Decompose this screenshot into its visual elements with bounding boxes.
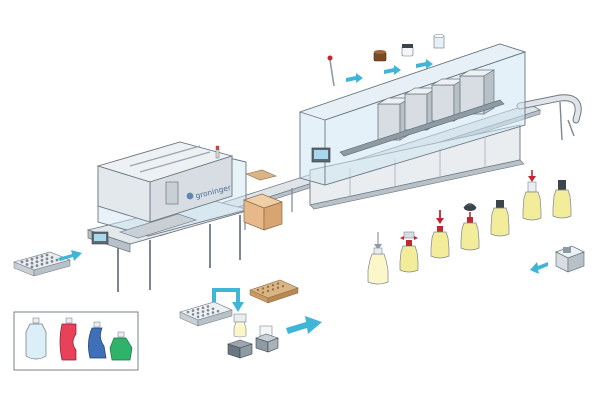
bottle-step-cap xyxy=(460,203,480,251)
variant-green-angled xyxy=(109,331,133,361)
filling-tower xyxy=(430,78,466,122)
outfeed-conveyor xyxy=(516,94,582,141)
arrow-icon xyxy=(384,65,401,75)
arrow-icon xyxy=(346,73,363,83)
carrier-puck xyxy=(255,325,279,353)
variant-red-curved xyxy=(59,317,77,361)
bottle-step-pressed xyxy=(490,200,510,237)
bottle-step-stopper xyxy=(430,210,450,259)
nest-tray-brown xyxy=(249,279,299,304)
bent-arrow-icon xyxy=(212,288,244,312)
component-jar xyxy=(401,44,414,57)
arrow-icon xyxy=(286,316,322,334)
tray-on-table xyxy=(119,213,197,239)
arrow-icon xyxy=(58,250,82,261)
variant-round-flask xyxy=(25,317,47,360)
bottle-step-crimp xyxy=(399,231,419,273)
bottle-sequence xyxy=(367,170,572,285)
destacker-machine: groninger xyxy=(86,141,252,292)
bottle-step-final xyxy=(552,180,572,219)
container-variants-box xyxy=(13,311,139,371)
cardboard-box xyxy=(242,193,284,231)
nest-tray-white xyxy=(179,301,233,327)
outfeed-pack xyxy=(555,245,585,273)
bottle-step-empty xyxy=(367,232,389,285)
filling-machine xyxy=(298,43,527,210)
gripper-arm xyxy=(165,181,179,205)
infeed-tray xyxy=(13,251,71,277)
vial-in-holder xyxy=(227,313,253,359)
bottle-step-capped-top xyxy=(522,170,542,221)
arrow-icon xyxy=(416,59,433,69)
component-cup xyxy=(433,34,445,49)
component-needle xyxy=(327,55,335,87)
arrow-icon xyxy=(530,262,548,274)
variant-blue-curved xyxy=(88,321,107,359)
component-cap-brown xyxy=(373,50,387,62)
nest-tray-small xyxy=(245,169,277,181)
